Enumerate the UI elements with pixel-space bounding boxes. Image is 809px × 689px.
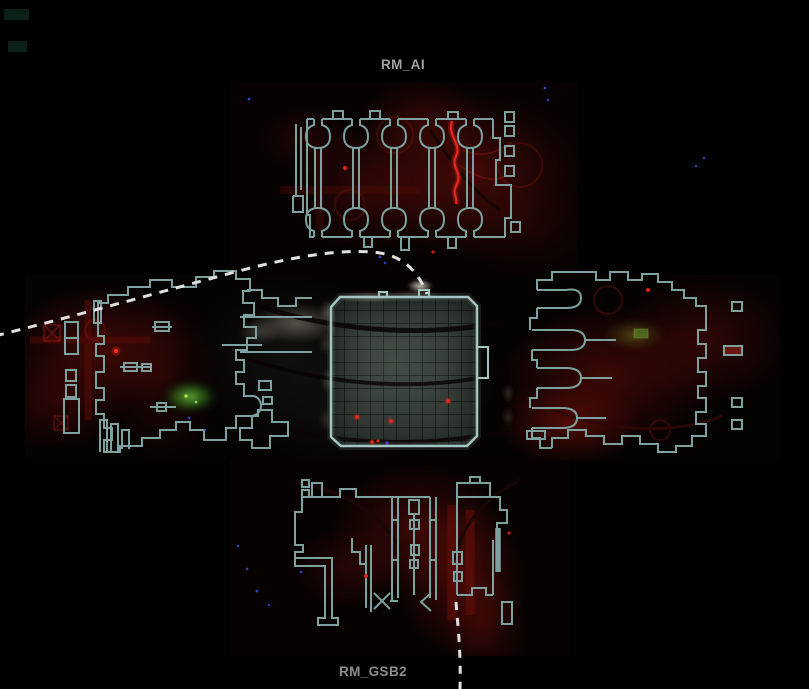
route-path-south bbox=[454, 601, 462, 689]
map-sector-north[interactable] bbox=[230, 82, 578, 275]
west-comb bbox=[99, 419, 130, 452]
room-label-north: RM_AI bbox=[380, 57, 425, 72]
south-strips bbox=[351, 538, 372, 612]
east-spine bbox=[529, 271, 570, 449]
alert-dots bbox=[111, 166, 650, 578]
north-tabs bbox=[332, 110, 459, 251]
room-outline-south[interactable] bbox=[294, 476, 513, 626]
south-top-left bbox=[294, 479, 398, 558]
room-outline-east[interactable] bbox=[526, 271, 743, 453]
rock-debris-left-edge bbox=[316, 300, 338, 446]
north-detached bbox=[292, 111, 521, 233]
bio-growth-glow bbox=[158, 376, 222, 422]
west-main bbox=[95, 270, 263, 453]
signal-dots-blue bbox=[187, 86, 706, 607]
corner-marker bbox=[4, 9, 29, 20]
power-fault-squiggle bbox=[447, 120, 462, 205]
north-pillars bbox=[314, 148, 474, 208]
north-bottom-flasks bbox=[304, 206, 484, 237]
east-detached-red bbox=[723, 345, 743, 356]
room-outline-west[interactable] bbox=[63, 270, 312, 453]
route-path-west bbox=[0, 250, 429, 337]
south-right bbox=[452, 476, 513, 625]
south-arrow bbox=[419, 592, 432, 612]
shaft-top-notch bbox=[378, 289, 430, 297]
north-top-flasks bbox=[304, 119, 484, 150]
south-seven-shape bbox=[294, 557, 339, 626]
rock-debris-right-edge bbox=[500, 380, 516, 432]
south-x-junction bbox=[373, 592, 398, 610]
east-detached bbox=[526, 301, 743, 440]
north-edges bbox=[306, 118, 512, 238]
south-spine bbox=[408, 499, 420, 595]
shaft-right-notch bbox=[477, 346, 489, 379]
east-body bbox=[551, 271, 707, 453]
room-label-south: RM_GSB2 bbox=[338, 664, 408, 679]
east-interior bbox=[577, 339, 616, 419]
west-detached bbox=[63, 300, 102, 434]
map-sector-south[interactable] bbox=[230, 460, 570, 656]
texture-details bbox=[30, 116, 723, 620]
west-right-pieces bbox=[239, 289, 312, 449]
central-shaft-grid[interactable] bbox=[331, 297, 477, 446]
south-columns bbox=[391, 496, 437, 600]
central-shaft-outline bbox=[327, 289, 489, 450]
room-outline-north[interactable] bbox=[292, 110, 521, 251]
east-prongs bbox=[532, 288, 587, 429]
west-nodes bbox=[123, 321, 170, 412]
corner-marker bbox=[8, 41, 27, 52]
